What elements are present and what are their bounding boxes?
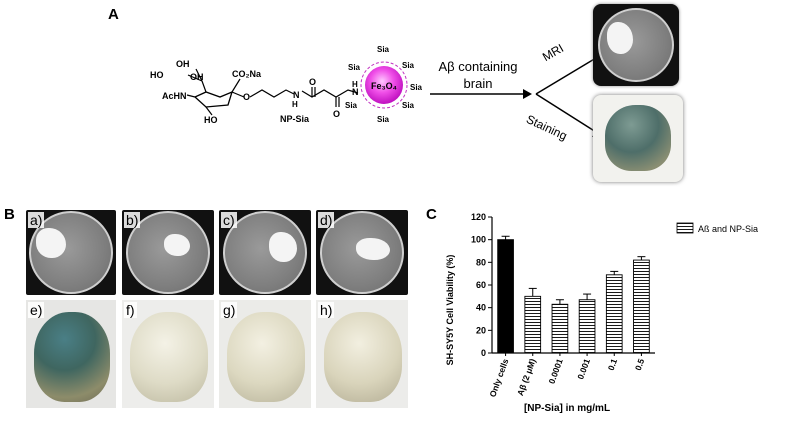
sia-label: Sia <box>345 101 358 110</box>
mri-thumbnail <box>593 4 679 86</box>
oh-label: OH <box>190 72 204 82</box>
bar <box>524 295 542 354</box>
bar <box>633 259 650 354</box>
sublabel-a: a) <box>28 212 45 228</box>
sublabel-g: g) <box>221 302 238 318</box>
bar <box>605 274 623 354</box>
sublabel-e: e) <box>28 302 45 318</box>
side-chain-bond <box>201 80 207 93</box>
x-tick-label: 0.5 <box>633 357 647 372</box>
brain-photo-g <box>219 300 311 408</box>
nanoparticle-shell <box>360 61 408 109</box>
sublabel-d: d) <box>318 212 335 228</box>
unstained-brain <box>130 312 208 402</box>
carboxylate-label: CO₂Na <box>232 69 262 79</box>
sublabel-b: b) <box>124 212 141 228</box>
mri-brain-bright-region <box>36 228 66 258</box>
carbonyl-o-label: O <box>333 109 340 119</box>
ho-label: HO <box>150 70 164 80</box>
o-link-label: O <box>243 92 250 102</box>
linker-chain <box>301 89 359 98</box>
cell-viability-chart: SH-SY5Y Cell Viability (%) [NP-Sia] in m… <box>445 212 758 414</box>
oh-label: OH <box>176 59 190 69</box>
o-link-bond <box>231 91 245 98</box>
sia-label: Sia <box>377 115 390 124</box>
sublabel-h: h) <box>318 302 335 318</box>
nanoparticle-core <box>365 66 403 104</box>
amide-n-label: N <box>293 90 300 100</box>
mri-brain-bright-region <box>607 22 633 54</box>
mri-brain-bright-region <box>164 234 190 256</box>
arrow-caption-line2: brain <box>463 76 493 91</box>
stained-brain <box>605 105 671 171</box>
achn-bond <box>186 94 196 98</box>
side-chain-bond <box>187 74 203 82</box>
arrow-caption-line1: Aβ containing <box>438 59 518 74</box>
x-tick-label: 0.1 <box>606 357 620 372</box>
sugar-ring <box>194 90 234 108</box>
panel-a-letter: A <box>108 6 119 23</box>
y-axis-label: SH-SY5Y Cell Viability (%) <box>445 255 455 366</box>
carbonyl-o-label: O <box>309 77 316 87</box>
x-tick-label: 0.0001 <box>547 357 565 385</box>
stained-brain <box>34 312 110 402</box>
np-sia-label: NP-Sia <box>280 114 310 124</box>
sia-label: Sia <box>377 45 390 54</box>
y-tick-label: 40 <box>476 303 486 313</box>
panel-b-letter: B <box>4 206 15 223</box>
carboxyl-bond <box>231 78 241 93</box>
legend-swatch <box>676 222 694 234</box>
x-axis-label: [NP-Sia] in mg/mL <box>524 403 610 414</box>
y-tick-label: 20 <box>476 325 486 335</box>
legend-label: Aß and NP-Sia <box>698 224 758 234</box>
x-tick-label: Only cells <box>487 357 510 398</box>
stained-brain-thumbnail <box>593 95 683 182</box>
mri-brain-bright-region <box>269 232 297 262</box>
core-label: Fe₃O₄ <box>371 81 397 91</box>
achn-label: AcHN <box>162 91 187 101</box>
bar <box>551 303 569 354</box>
np-sia-structure: HO OH OH AcHN HO CO₂Na O N H O O N H NP-… <box>150 59 359 125</box>
y-tick-label: 80 <box>476 257 486 267</box>
ho-label: HO <box>204 115 218 125</box>
amide-h-label: H <box>352 80 358 89</box>
workflow-arrows <box>430 52 602 137</box>
amide-n-label: N <box>352 87 359 97</box>
unstained-brain <box>227 312 305 402</box>
linker-chain <box>249 89 295 98</box>
brain-photo-h <box>316 300 408 408</box>
x-tick-label: Aβ (2 μM) <box>515 357 538 397</box>
sia-label: Sia <box>402 101 415 110</box>
ho-bond <box>205 106 213 116</box>
bar <box>497 239 514 354</box>
main-arrow-head <box>523 89 532 99</box>
brain-photo-f <box>122 300 214 408</box>
mri-brain-bright-region <box>356 238 390 260</box>
side-chain-bond <box>195 68 203 82</box>
y-tick-label: 60 <box>476 280 486 290</box>
amide-h-label: H <box>292 100 298 109</box>
bar <box>578 299 596 354</box>
mri-arrow <box>535 57 597 95</box>
brain-photo-e <box>26 300 116 408</box>
arrow-caption: Aβ containing brain <box>430 58 526 92</box>
y-tick-label: 0 <box>481 348 486 358</box>
panel-c-letter: C <box>426 206 437 223</box>
unstained-brain <box>324 312 402 402</box>
sia-label: Sia <box>348 63 361 72</box>
sublabel-c: c) <box>221 212 237 228</box>
sia-label: Sia <box>402 61 415 70</box>
mri-image-c <box>219 210 311 295</box>
y-tick-label: 100 <box>471 235 486 245</box>
y-tick-label: 120 <box>471 212 486 222</box>
nanoparticle: Fe₃O₄ Sia Sia Sia Sia Sia Sia Sia <box>345 45 423 124</box>
sia-label: Sia <box>410 83 423 92</box>
x-tick-label: 0.001 <box>575 357 592 381</box>
staining-arrow <box>535 93 597 133</box>
sublabel-f: f) <box>124 302 137 318</box>
